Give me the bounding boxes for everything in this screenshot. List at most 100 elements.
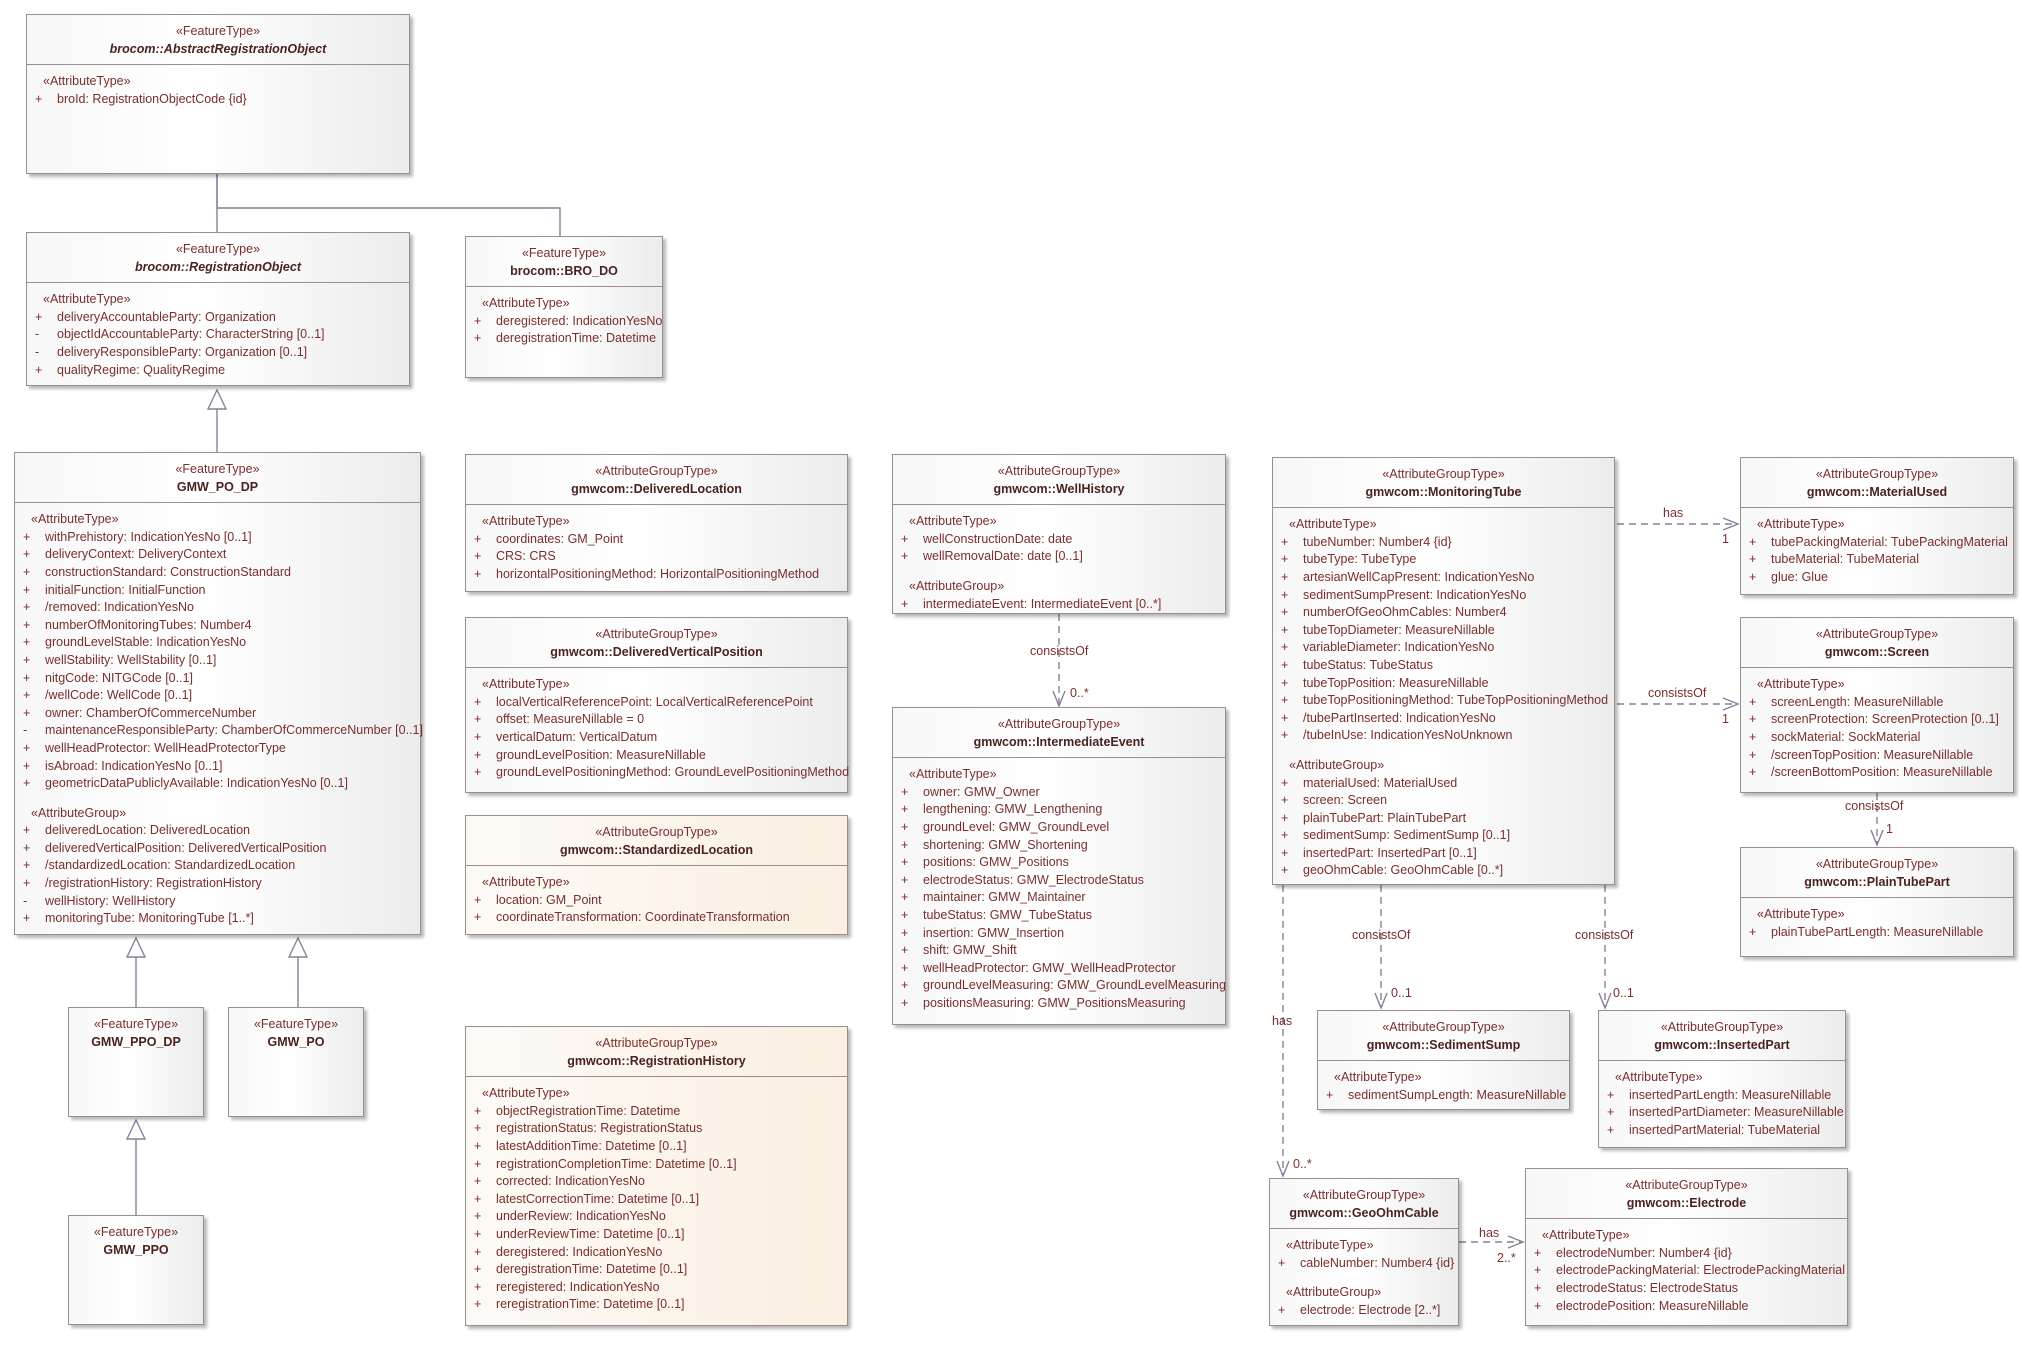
visibility-marker: + [1749, 712, 1757, 727]
class-gmw-ppo[interactable]: «FeatureType»GMW_PPO [68, 1215, 204, 1325]
class-electrode[interactable]: «AttributeGroupType»gmwcom::Electrode«At… [1525, 1168, 1848, 1326]
attribute-section: «AttributeType» +localVerticalReferencePo… [466, 668, 849, 786]
class-inserted-part[interactable]: «AttributeGroupType»gmwcom::InsertedPart… [1598, 1010, 1846, 1148]
visibility-marker: + [23, 840, 31, 855]
attribute-horizontal-positioning-method: horizontalPositioningMethod: HorizontalP… [496, 566, 820, 581]
visibility-marker: + [1607, 1122, 1615, 1137]
attribute-section: «AttributeType»+deregistered: Indication… [466, 287, 662, 352]
class-bro-do[interactable]: «FeatureType»brocom::BRO_DO«AttributeTyp… [465, 236, 663, 378]
attribute-electrode-status: electrodeStatus: GMW_ElectrodeStatus [923, 872, 1144, 887]
stereotype-label: «AttributeGroupType» [1302, 1188, 1426, 1202]
attribute-row: +insertedPartMaterial: TubeMaterial [1607, 1122, 1837, 1140]
class-name: gmwcom::DeliveredVerticalPosition [550, 644, 763, 659]
class-abstract-registration-object[interactable]: «FeatureType»brocom::AbstractRegistratio… [26, 14, 410, 174]
class-geo-ohm-cable[interactable]: «AttributeGroupType»gmwcom::GeoOhmCable«… [1269, 1178, 1459, 1326]
attribute-row: +insertedPartDiameter: MeasureNillable [1607, 1104, 1844, 1122]
class-registration-history[interactable]: «AttributeGroupType»gmwcom::Registration… [465, 1026, 848, 1326]
visibility-marker: + [1326, 1087, 1334, 1102]
attribute-sediment-sump: sedimentSump: SedimentSump [0..1] [1303, 828, 1511, 843]
stereotype-label: «AttributeGroupType» [1382, 467, 1505, 481]
attribute-section: «AttributeType»+cableNumber: Number4 {id… [1270, 1229, 1458, 1276]
class-delivered-vertical-position[interactable]: «AttributeGroupType»gmwcom::DeliveredVer… [465, 617, 849, 793]
attribute-ground-level-position: groundLevelPosition: MeasureNillable [496, 747, 706, 762]
class-standardized-location[interactable]: «AttributeGroupType»gmwcom::Standardized… [465, 815, 848, 935]
attribute-row: +tubeTopDiameter: MeasureNillable [1281, 622, 1606, 640]
attribute-row: +electrodeStatus: GMW_ElectrodeStatus [901, 872, 1217, 890]
attribute-shortening: shortening: GMW_Shortening [923, 837, 1088, 852]
class-material-used[interactable]: «AttributeGroupType»gmwcom::MaterialUsed… [1740, 457, 2014, 595]
attribute-row: +deliveryAccountableParty: Organization [35, 309, 401, 327]
class-header: «FeatureType»brocom::RegistrationObject [27, 233, 409, 284]
class-gmw-po-dp[interactable]: «FeatureType»GMW_PO_DP«AttributeType»+wi… [14, 452, 423, 935]
attribute-nitg-code: nitgCode: NITGCode [0..1] [45, 670, 193, 685]
section-stereotype: «AttributeType» [482, 1086, 570, 1101]
attribute-row: +underReview: IndicationYesNo [474, 1208, 839, 1226]
mult-electrode: 2..* [1497, 1251, 1516, 1265]
attribute-row: +/screenBottomPosition: MeasureNillable [1749, 764, 2005, 782]
visibility-marker: + [474, 1174, 482, 1189]
attribute-coordinate-transformation: coordinateTransformation: CoordinateTran… [496, 910, 790, 925]
visibility-marker: + [901, 596, 909, 611]
attribute-row: +coordinateTransformation: CoordinateTra… [474, 909, 839, 927]
attribute-row: +wellStability: WellStability [0..1] [23, 652, 412, 670]
attribute-section: «AttributeType»+location: GM_Point+coord… [466, 866, 847, 931]
class-gmw-ppo-dp[interactable]: «FeatureType»GMW_PPO_DP [68, 1007, 204, 1117]
mult-plain-tube-part: 1 [1886, 822, 1893, 836]
attribute-material-used: materialUsed: MaterialUsed [1303, 775, 1458, 790]
class-header: «AttributeGroupType»gmwcom::MonitoringTu… [1273, 458, 1614, 509]
class-header: «AttributeGroupType»gmwcom::DeliveredLoc… [466, 455, 847, 506]
visibility-marker: + [901, 819, 909, 834]
class-well-history[interactable]: «AttributeGroupType»gmwcom::WellHistory«… [892, 454, 1226, 614]
attribute--screen-bottom-position: /screenBottomPosition: MeasureNillable [1771, 765, 1993, 780]
section-stereotype: «AttributeType» [31, 512, 119, 527]
attribute-row: +sockMaterial: SockMaterial [1749, 729, 2005, 747]
label-consists-of-plain-tube-part: consistsOf [1845, 799, 1904, 813]
attribute-row: -deliveryResponsibleParty: Organization … [35, 344, 401, 362]
attribute--standardized-location: /standardizedLocation: StandardizedLocat… [45, 858, 296, 873]
attribute-maintenance-responsible-party: maintenanceResponsibleParty: ChamberOfCo… [45, 723, 423, 738]
class-delivered-location[interactable]: «AttributeGroupType»gmwcom::DeliveredLoc… [465, 454, 848, 592]
class-sediment-sump[interactable]: «AttributeGroupType»gmwcom::SedimentSump… [1317, 1010, 1570, 1110]
attribute-row: +localVerticalReferencePoint: LocalVerti… [474, 694, 839, 712]
class-gmw-po[interactable]: «FeatureType»GMW_PO [228, 1007, 364, 1117]
class-header: «AttributeGroupType»gmwcom::Intermediate… [893, 708, 1225, 759]
stereotype-label: «AttributeGroupType» [1382, 1020, 1505, 1034]
attribute-variable-diameter: variableDiameter: IndicationYesNo [1303, 640, 1495, 655]
class-plain-tube-part[interactable]: «AttributeGroupType»gmwcom::PlainTubePar… [1740, 847, 2014, 957]
stereotype-label: «AttributeGroupType» [1660, 1020, 1784, 1034]
attribute-section: «AttributeType»+withPrehistory: Indicati… [15, 503, 423, 797]
section-stereotype: «AttributeType» [1757, 907, 1845, 922]
attribute-row: +materialUsed: MaterialUsed [1281, 775, 1606, 793]
visibility-marker: + [1534, 1245, 1542, 1260]
visibility-marker: + [1281, 640, 1289, 655]
attribute-deregistration-time: deregistrationTime: Datetime [0..1] [496, 1262, 688, 1277]
visibility-marker: + [23, 564, 31, 579]
attribute-row: +deregistered: IndicationYesNo [474, 1244, 839, 1262]
attribute-location: location: GM_Point [496, 892, 602, 907]
visibility-marker: + [1281, 657, 1289, 672]
attribute-under-review-time: underReviewTime: Datetime [0..1] [496, 1226, 685, 1241]
attribute--removed: /removed: IndicationYesNo [45, 600, 194, 615]
mult-sediment-sump: 0..1 [1391, 986, 1412, 1000]
attribute-row: +electrodeStatus: ElectrodeStatus [1534, 1280, 1839, 1298]
class-intermediate-event[interactable]: «AttributeGroupType»gmwcom::Intermediate… [892, 707, 1226, 1025]
attribute-latest-correction-time: latestCorrectionTime: Datetime [0..1] [496, 1191, 700, 1206]
section-stereotype: «AttributeType» [482, 677, 570, 692]
attribute-tube-top-position: tubeTopPosition: MeasureNillable [1303, 675, 1489, 690]
section-stereotype: «AttributeType» [909, 767, 997, 782]
class-monitoring-tube[interactable]: «AttributeGroupType»gmwcom::MonitoringTu… [1272, 457, 1615, 885]
class-registration-object[interactable]: «FeatureType»brocom::RegistrationObject«… [26, 232, 410, 386]
attribute-well-stability: wellStability: WellStability [0..1] [45, 652, 217, 667]
class-screen[interactable]: «AttributeGroupType»gmwcom::Screen«Attri… [1740, 617, 2014, 793]
visibility-marker: + [901, 855, 909, 870]
attribute-shift: shift: GMW_Shift [923, 943, 1017, 958]
visibility-marker: + [474, 313, 482, 328]
attribute-deregistered: deregistered: IndicationYesNo [496, 313, 663, 328]
visibility-marker: + [1281, 845, 1289, 860]
visibility-marker: + [901, 907, 909, 922]
attribute-row: +positions: GMW_Positions [901, 854, 1217, 872]
attribute-ground-level: groundLevel: GMW_GroundLevel [923, 819, 1110, 834]
class-header: «FeatureType»brocom::AbstractRegistratio… [27, 15, 409, 66]
visibility-marker: + [1278, 1302, 1286, 1317]
attribute-tube-material: tubeMaterial: TubeMaterial [1771, 552, 1919, 567]
